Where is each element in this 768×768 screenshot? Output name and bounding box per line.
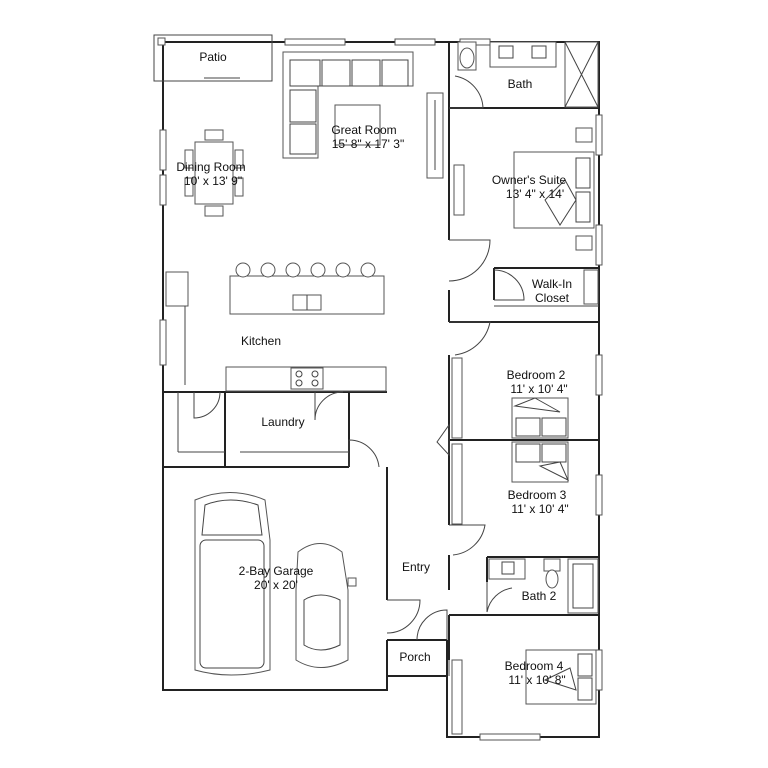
room-label-bath: Bath xyxy=(508,77,533,91)
bath-2-fixtures xyxy=(488,558,599,614)
room-label-laundry: Laundry xyxy=(261,415,304,429)
room-label-bedroom-2: Bedroom 2 xyxy=(507,368,566,382)
room-label-kitchen: Kitchen xyxy=(241,334,281,348)
room-label-closet: Closet xyxy=(535,291,570,305)
kitchen-furniture xyxy=(165,262,387,392)
room-label-walk-in: Walk-In xyxy=(532,277,572,291)
room-label-owners-suite: Owner's Suite xyxy=(492,173,567,187)
bath-fixtures xyxy=(457,41,599,108)
room-label-patio: Patio xyxy=(199,50,227,64)
room-label-great-room: Great Room xyxy=(331,123,396,137)
room-dims-garage: 20' x 20' xyxy=(254,578,298,592)
bedroom-2-3-furniture xyxy=(436,357,570,525)
room-dims-owners-suite: 13' 4" x 14' xyxy=(506,187,564,201)
dining-furniture xyxy=(184,129,244,217)
room-label-entry: Entry xyxy=(402,560,430,574)
closet-shelving xyxy=(583,269,599,305)
bedroom-4-furniture xyxy=(451,649,597,735)
room-dims-bedroom-2: 11' x 10' 4" xyxy=(510,382,567,396)
windows xyxy=(159,38,603,741)
room-label-porch: Porch xyxy=(399,650,430,664)
room-labels: Patio Great Room 15' 8" x 17' 3" Dining … xyxy=(176,50,572,687)
room-dims-great-room: 15' 8" x 17' 3" xyxy=(332,137,404,151)
great-room-furniture xyxy=(282,51,465,216)
room-dims-dining-room: 10' x 13' 9" xyxy=(184,174,242,188)
room-label-bedroom-3: Bedroom 3 xyxy=(508,488,567,502)
patio-area xyxy=(153,34,273,82)
room-dims-bedroom-4: 11' x 10' 8" xyxy=(508,673,565,687)
garage-vehicles xyxy=(194,492,357,676)
room-label-garage: 2-Bay Garage xyxy=(239,564,314,578)
owners-suite-furniture xyxy=(513,127,595,251)
room-label-bedroom-4: Bedroom 4 xyxy=(505,659,564,673)
room-label-bath-2: Bath 2 xyxy=(522,589,557,603)
doors xyxy=(193,75,525,676)
room-dims-bedroom-3: 11' x 10' 4" xyxy=(511,502,568,516)
room-label-dining-room: Dining Room xyxy=(176,160,245,174)
